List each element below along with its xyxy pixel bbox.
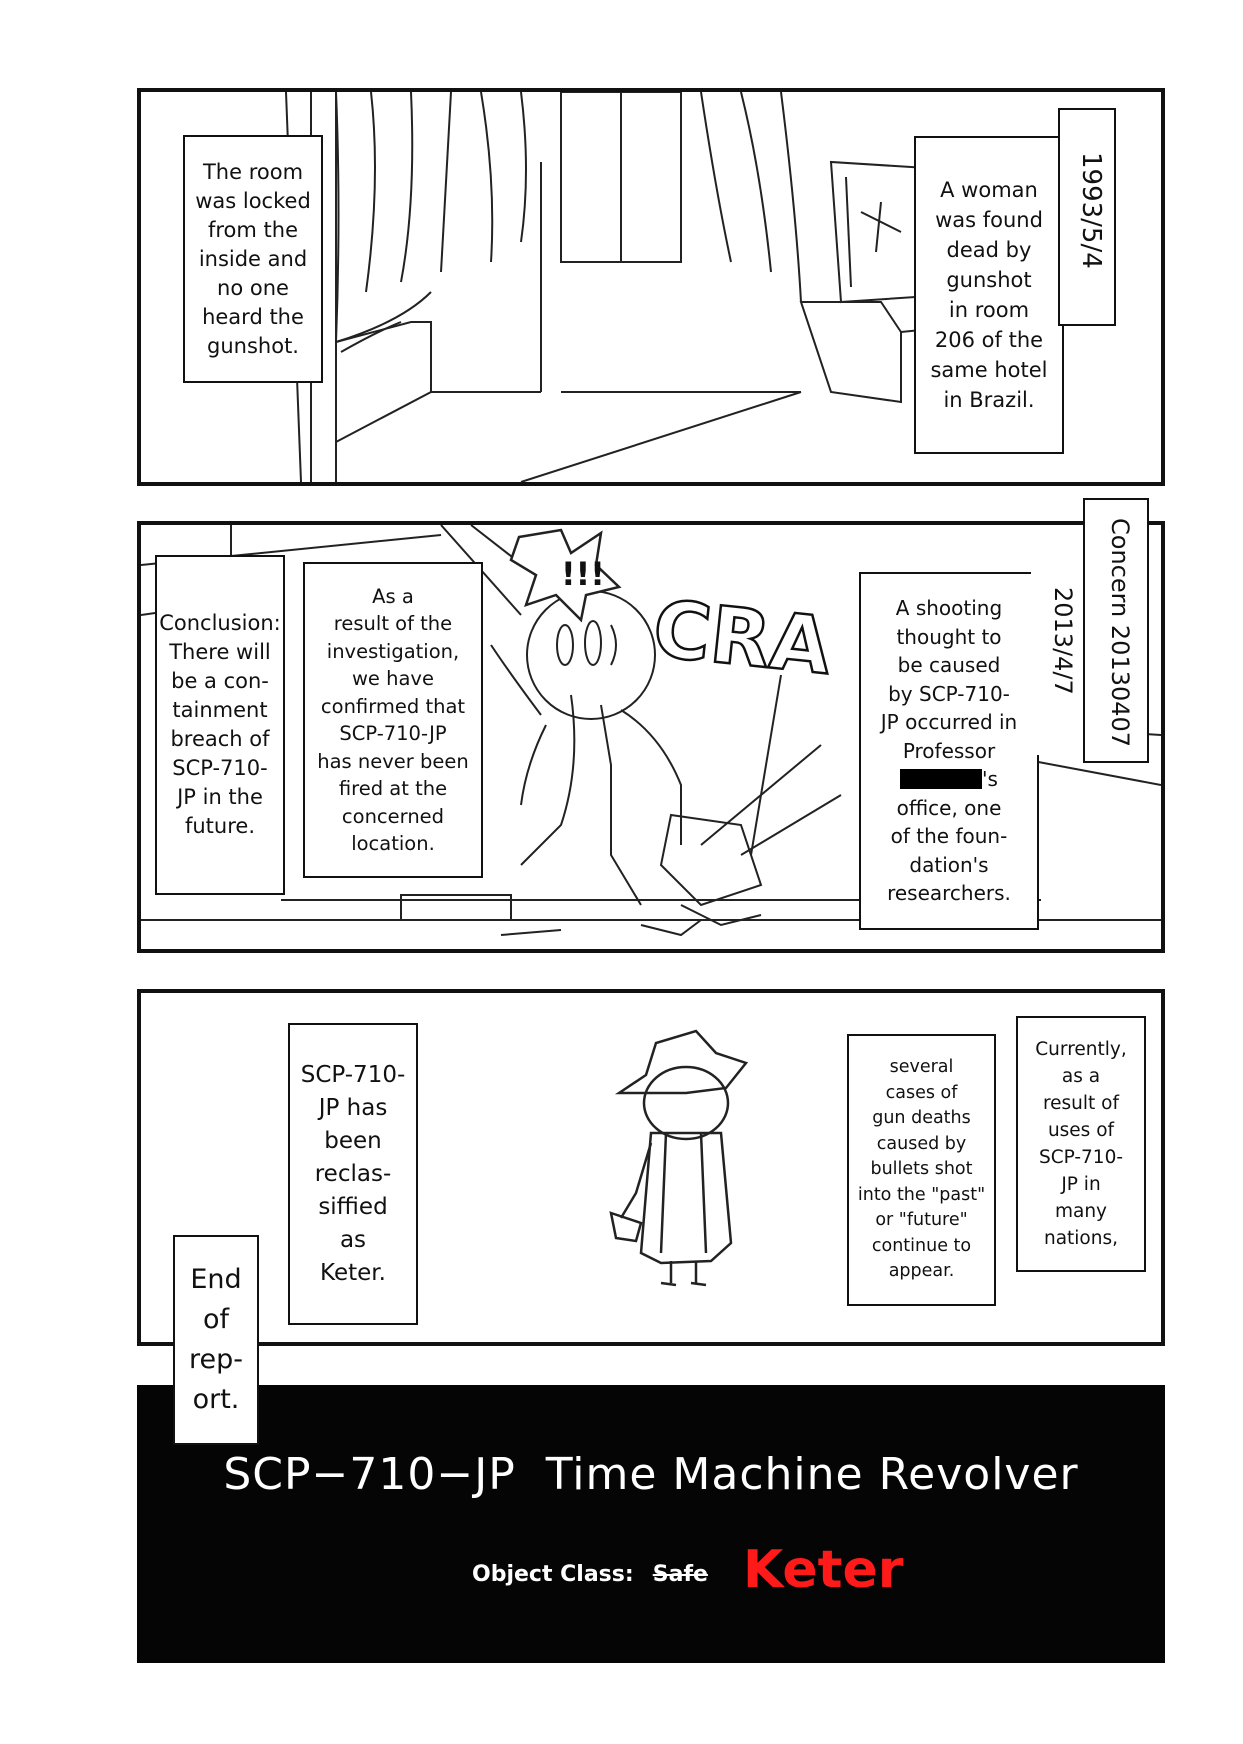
caption-reclassified: SCP-710- JP has been reclas- siffied as …: [288, 1023, 418, 1325]
sfx-shock: !!!: [561, 555, 605, 593]
caption-investigation: As a result of the investigation, we hav…: [303, 562, 483, 878]
caption-conclusion-text: Conclusion: There will be a con- tainmen…: [159, 611, 281, 838]
caption-shooting-part2: office, one of the foun- dation's resear…: [887, 795, 1011, 906]
panel-reclassification: SCP-710- JP has been reclas- siffied as …: [137, 989, 1165, 1346]
caption-shooting-part1: A shooting thought to be caused by SCP-7…: [880, 596, 1018, 763]
object-class-row: Object Class: Safe Keter: [472, 1540, 903, 1600]
date-tag-2013: 2013/4/7: [1031, 565, 1089, 755]
date-2013-text: 2013/4/7: [1049, 587, 1077, 695]
detective-illustration: [609, 1029, 749, 1287]
caption-woman-found-dead: A woman was found dead by gunshot in roo…: [914, 136, 1064, 454]
object-class-label: Object Class:: [472, 1562, 634, 1587]
caption-shooting: A shooting thought to be caused by SCP-7…: [859, 572, 1039, 930]
sfx-crash: CRA: [649, 584, 835, 692]
caption-currently: Currently, as a result of uses of SCP-71…: [1016, 1016, 1146, 1272]
concern-tag: Concern 20130407: [1083, 498, 1149, 763]
redaction-bar: [900, 769, 983, 790]
caption-gun-deaths: several cases of gun deaths caused by bu…: [847, 1034, 996, 1306]
caption-end-of-report-text: End of rep- ort.: [189, 1264, 243, 1415]
shooting-illustration: !!! CRA: [141, 525, 1161, 937]
date-1993-text: 1993/5/4: [1076, 152, 1106, 269]
panel-hotel-room: The room was locked from the inside and …: [137, 88, 1165, 486]
panel-shooting: !!! CRA Conclusion: There will be a con-…: [137, 521, 1165, 953]
caption-reclassified-text: SCP-710- JP has been reclas- siffied as …: [300, 1061, 406, 1286]
date-tag-1993: 1993/5/4: [1058, 108, 1116, 326]
caption-gun-deaths-text: several cases of gun deaths caused by bu…: [857, 1057, 986, 1282]
caption-locked-room-text: The room was locked from the inside and …: [195, 159, 311, 358]
caption-shooting-text: A shooting thought to be caused by SCP-7…: [881, 594, 1017, 908]
concern-text: Concern 20130407: [1106, 518, 1134, 748]
caption-woman-found-dead-text: A woman was found dead by gunshot in roo…: [930, 178, 1048, 412]
caption-investigation-text: As a result of the investigation, we hav…: [317, 584, 469, 856]
hotel-room-illustration: [285, 92, 1002, 482]
caption-locked-room: The room was locked from the inside and …: [183, 135, 323, 383]
caption-shooting-possessive: 's: [982, 767, 998, 792]
shock-burst-shape: [509, 528, 622, 623]
object-class-old: Safe: [652, 1562, 708, 1587]
caption-currently-text: Currently, as a result of uses of SCP-71…: [1035, 1039, 1127, 1249]
object-class-new: Keter: [743, 1540, 904, 1600]
caption-end-of-report: End of rep- ort.: [173, 1235, 259, 1445]
object-title: SCP−710−JP Time Machine Revolver: [223, 1449, 1079, 1500]
title-band: SCP−710−JP Time Machine Revolver Object …: [137, 1385, 1165, 1663]
caption-conclusion: Conclusion: There will be a con- tainmen…: [155, 555, 285, 895]
